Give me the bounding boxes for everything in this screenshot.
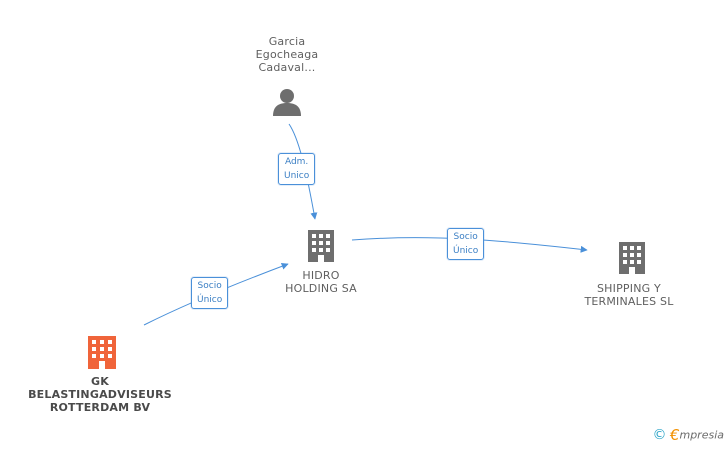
shipping-label-line-1: SHIPPING Y <box>597 282 661 295</box>
building-icon-gk[interactable] <box>88 336 116 369</box>
building-icon-shipping[interactable] <box>619 242 645 274</box>
person-label-line-2: Egocheaga <box>255 48 319 61</box>
edge-label-socio-unico-shipping[interactable]: Socio Único <box>447 228 485 260</box>
edge-label-socio-unico-gk-line-2: Único <box>197 295 223 305</box>
person-icon[interactable] <box>273 89 301 116</box>
edge-label-socio-unico-gk-line-1: Socio <box>197 281 222 291</box>
hidro-label-line-1: HIDRO <box>302 269 340 282</box>
person-label-line-1: Garcia <box>268 35 306 48</box>
empresia-logo: © €mpresia <box>652 426 724 444</box>
person-label-line-3: Cadaval... <box>258 61 316 74</box>
building-icon-hidro[interactable] <box>308 230 334 262</box>
hidro-label[interactable]: HIDRO HOLDING SA <box>266 269 376 295</box>
hidro-label-line-2: HOLDING SA <box>285 282 357 295</box>
brand-name: mpresia <box>679 428 724 442</box>
edge-label-socio-unico-shipping-line-1: Socio <box>453 232 478 242</box>
edge-label-socio-unico-shipping-line-2: Único <box>453 246 479 256</box>
edge-label-adm-unico[interactable]: Adm. Unico <box>278 153 316 185</box>
edge-label-socio-unico-gk[interactable]: Socio Único <box>191 277 229 309</box>
copyright-symbol: © <box>652 427 667 443</box>
shipping-label[interactable]: SHIPPING Y TERMINALES SL <box>569 282 689 308</box>
person-label[interactable]: Garcia Egocheaga Cadaval... <box>237 35 337 74</box>
edge-label-adm-unico-line-2: Unico <box>284 171 310 181</box>
gk-label-line-2: BELASTINGADVISEURS <box>28 388 172 401</box>
edge-label-adm-unico-line-1: Adm. <box>284 157 309 167</box>
gk-label-line-1: GK <box>91 375 109 388</box>
gk-label-line-3: ROTTERDAM BV <box>49 401 151 414</box>
shipping-label-line-2: TERMINALES SL <box>584 295 674 308</box>
gk-label[interactable]: GK BELASTINGADVISEURS ROTTERDAM BV <box>20 375 180 414</box>
brand-e: € <box>669 426 680 444</box>
